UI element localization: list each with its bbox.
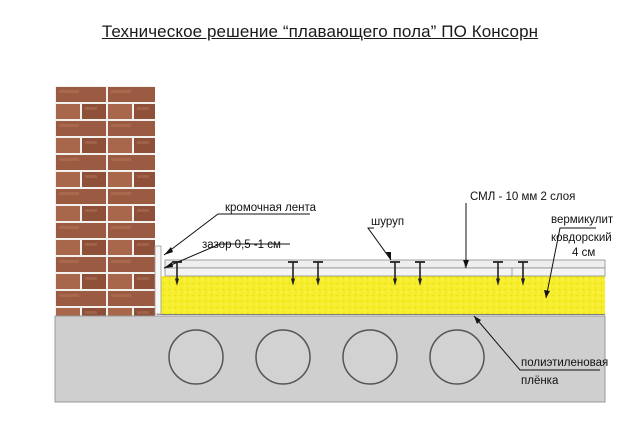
screw: [288, 261, 298, 286]
diagram-title: Техническое решение “плавающего пола” ПО…: [101, 22, 539, 41]
slab-void: [342, 329, 398, 385]
screw: [390, 261, 400, 286]
vermiculite-layer: [160, 276, 605, 314]
label-screw: шуруп: [371, 216, 404, 228]
leader-lines: [163, 203, 600, 371]
label-gvl: СМЛ - 10 мм 2 слоя: [470, 191, 575, 203]
screws: [172, 261, 528, 286]
edge-tape: [154, 245, 162, 315]
label-vermiculite-3: 4 см: [572, 247, 595, 259]
slab-void: [429, 329, 485, 385]
label-gap: зазор 0,5 -1 см: [202, 239, 281, 251]
concrete-slab: [54, 315, 606, 403]
arrowheads: [164, 247, 550, 324]
screw: [313, 261, 323, 286]
slab-void: [255, 329, 311, 385]
screw: [493, 261, 503, 286]
gvl-boards: [164, 259, 606, 277]
label-vermiculite-1: вермикулит: [551, 214, 614, 226]
label-film-2: плёнка: [521, 375, 559, 387]
label-film-1: полиэтиленовая: [521, 357, 608, 369]
screw: [415, 261, 425, 286]
label-edge-tape: кромочная лента: [225, 202, 317, 214]
slab-void: [168, 329, 224, 385]
screw: [518, 261, 528, 286]
label-vermiculite-2: ковдорский: [551, 232, 612, 244]
